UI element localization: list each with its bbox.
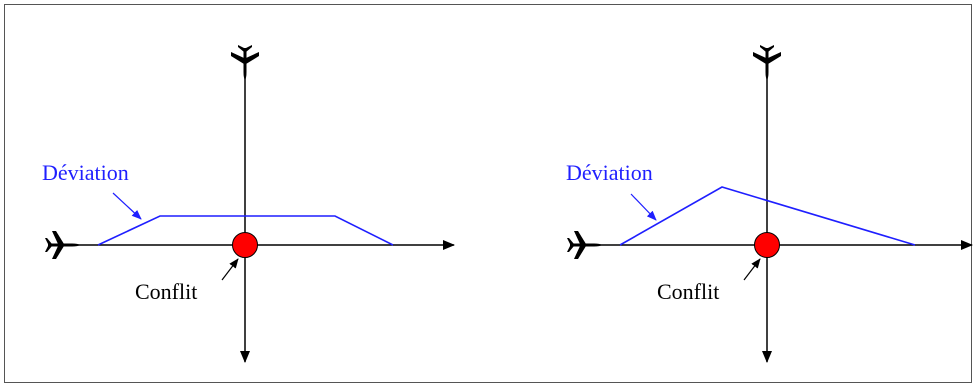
deviation-leader-arrow (630, 193, 657, 221)
deviation-path (97, 215, 394, 246)
conflict-label: Conflit (657, 279, 719, 304)
panel-right: Déviation Conflit (566, 45, 973, 363)
airplane-east-icon (567, 231, 602, 259)
figure-frame (4, 4, 972, 383)
conflict-leader-arrow (743, 258, 761, 281)
panel-left: Déviation Conflit (42, 45, 455, 363)
airplane-east-icon (45, 231, 80, 259)
conflict-point (754, 232, 780, 258)
conflict-point (232, 232, 258, 258)
deviation-label: Déviation (42, 160, 129, 185)
conflict-label: Conflit (135, 279, 197, 304)
deviation-label: Déviation (566, 160, 653, 185)
deviation-leader-arrow (112, 192, 142, 220)
deviation-path (619, 186, 916, 246)
conflict-leader-arrow (221, 258, 239, 281)
airplane-south-icon (231, 45, 259, 80)
airplane-south-icon (753, 45, 781, 80)
